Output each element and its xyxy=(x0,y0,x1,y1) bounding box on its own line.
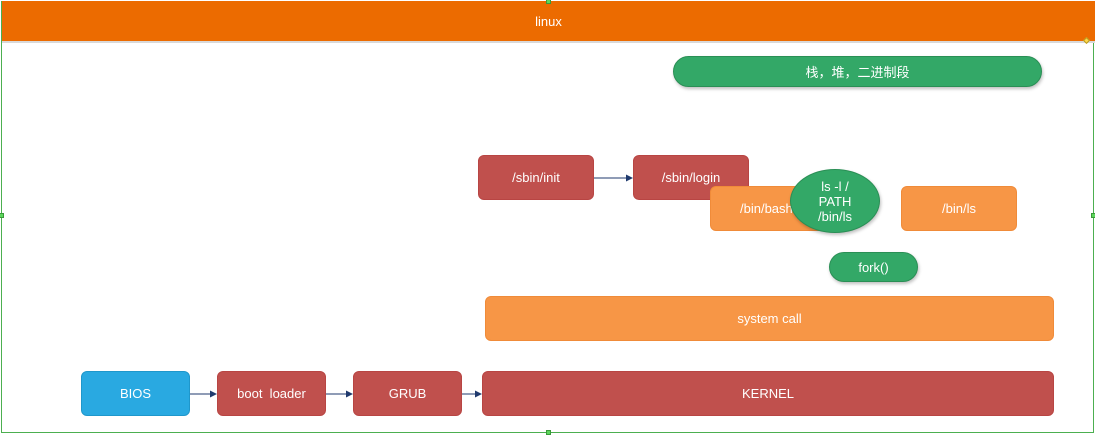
ls-command-label: ls -l / xyxy=(821,178,849,194)
bin-ls-box: /bin/ls xyxy=(901,186,1017,231)
memory-segments-box: 栈，堆，二进制段 xyxy=(673,56,1042,87)
resize-handle-right[interactable] xyxy=(1091,213,1095,218)
sbin-init-box: /sbin/init xyxy=(478,155,594,200)
ls-path-circle: ls -l / PATH /bin/ls xyxy=(790,169,880,233)
path-label: PATH xyxy=(818,193,852,209)
grub-box: GRUB xyxy=(353,371,462,416)
resize-handle-top[interactable] xyxy=(546,0,551,4)
system-call-box: system call xyxy=(485,296,1054,341)
fork-box: fork() xyxy=(829,252,918,282)
resize-handle-bottom[interactable] xyxy=(546,430,551,435)
resize-handle-left[interactable] xyxy=(0,213,4,218)
kernel-box: KERNEL xyxy=(482,371,1054,416)
boot-loader-box: boot loader xyxy=(217,371,326,416)
diagram-title: linux xyxy=(2,1,1095,43)
bios-box: BIOS xyxy=(81,371,190,416)
bin-bash-label: /bin/bash xyxy=(740,201,793,216)
ls-binary-label: /bin/ls xyxy=(818,208,852,224)
